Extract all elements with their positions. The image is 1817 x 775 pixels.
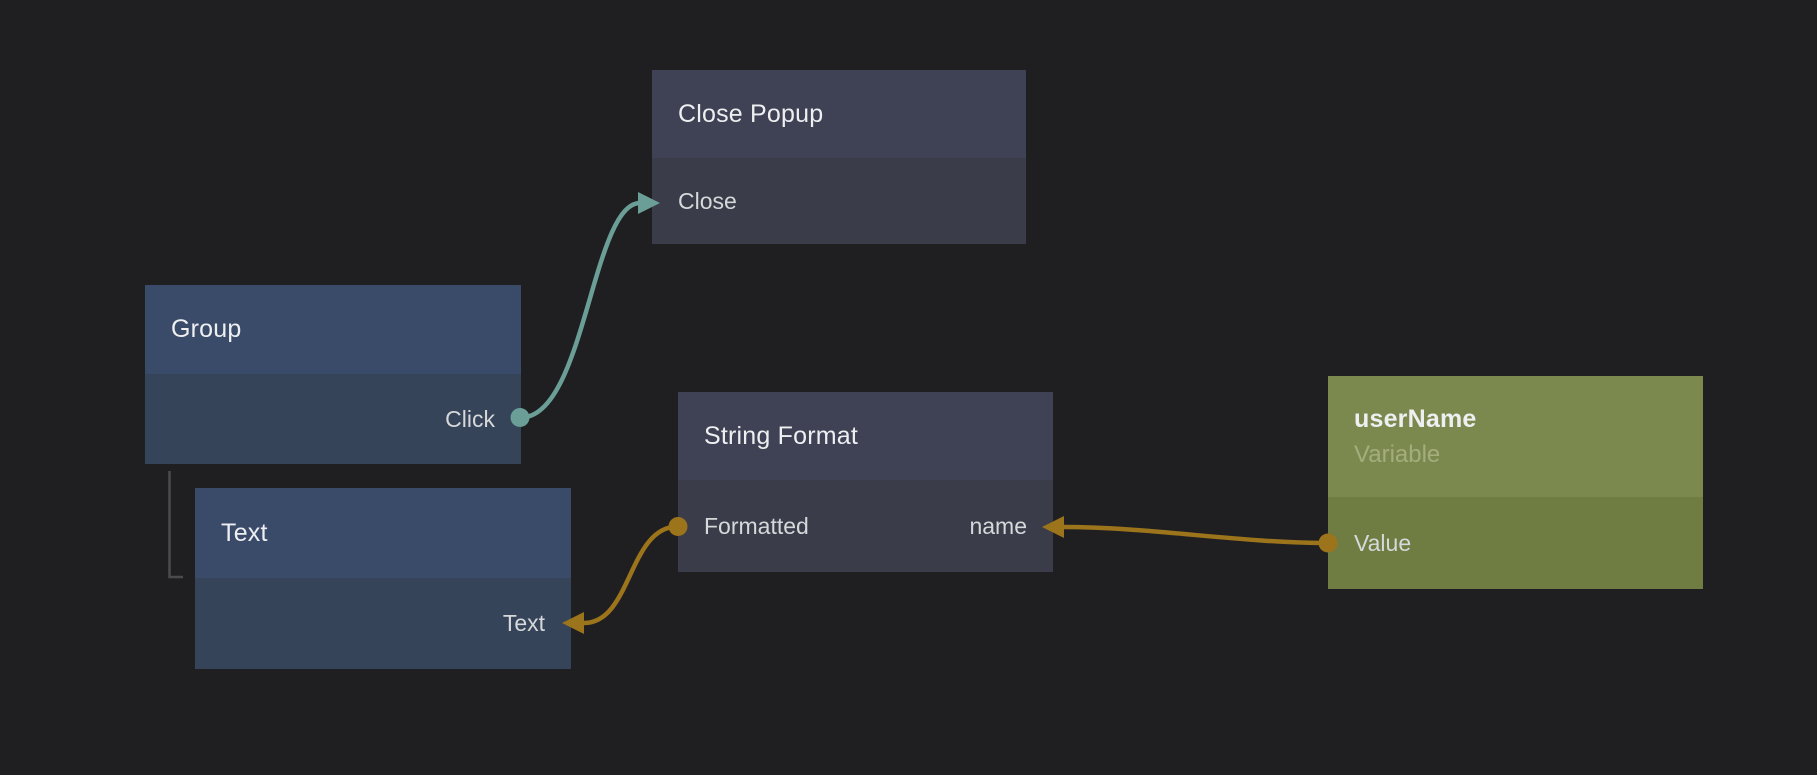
node-group[interactable]: Group Click <box>145 285 521 464</box>
node-group-body: Click <box>145 374 521 464</box>
wire-formatted-to-text[interactable] <box>583 524 679 626</box>
node-group-header[interactable]: Group <box>145 285 521 374</box>
node-text-header[interactable]: Text <box>195 488 571 578</box>
wire-click-to-close[interactable] <box>520 200 641 420</box>
node-username-variable[interactable]: userName Variable Value <box>1328 376 1703 589</box>
node-string-format-header[interactable]: String Format <box>678 392 1053 480</box>
port-value[interactable]: Value <box>1354 529 1412 556</box>
node-string-format-body: Formatted name <box>678 480 1053 572</box>
port-click[interactable]: Click <box>445 405 495 432</box>
node-title: Group <box>171 315 242 343</box>
hierarchy-connector-group-text <box>168 471 183 579</box>
node-title: userName <box>1354 404 1477 433</box>
wire-value-to-name[interactable] <box>1063 524 1329 546</box>
port-close[interactable]: Close <box>678 187 737 214</box>
node-text-body: Text <box>195 578 571 669</box>
node-close-popup-body: Close <box>652 158 1026 244</box>
node-text[interactable]: Text Text <box>195 488 571 669</box>
node-subtitle: Variable <box>1354 440 1441 468</box>
port-formatted[interactable]: Formatted <box>704 512 809 539</box>
node-title: Text <box>221 518 268 547</box>
node-username-body: Value <box>1328 497 1703 589</box>
node-username-header[interactable]: userName Variable <box>1328 376 1703 497</box>
node-title: Close Popup <box>678 99 824 128</box>
node-close-popup-header[interactable]: Close Popup <box>652 70 1026 158</box>
port-text[interactable]: Text <box>502 610 545 636</box>
port-name[interactable]: name <box>969 512 1027 539</box>
node-title: String Format <box>704 421 859 450</box>
node-close-popup[interactable]: Close Popup Close <box>652 70 1026 244</box>
node-string-format[interactable]: String Format Formatted name <box>678 392 1053 572</box>
